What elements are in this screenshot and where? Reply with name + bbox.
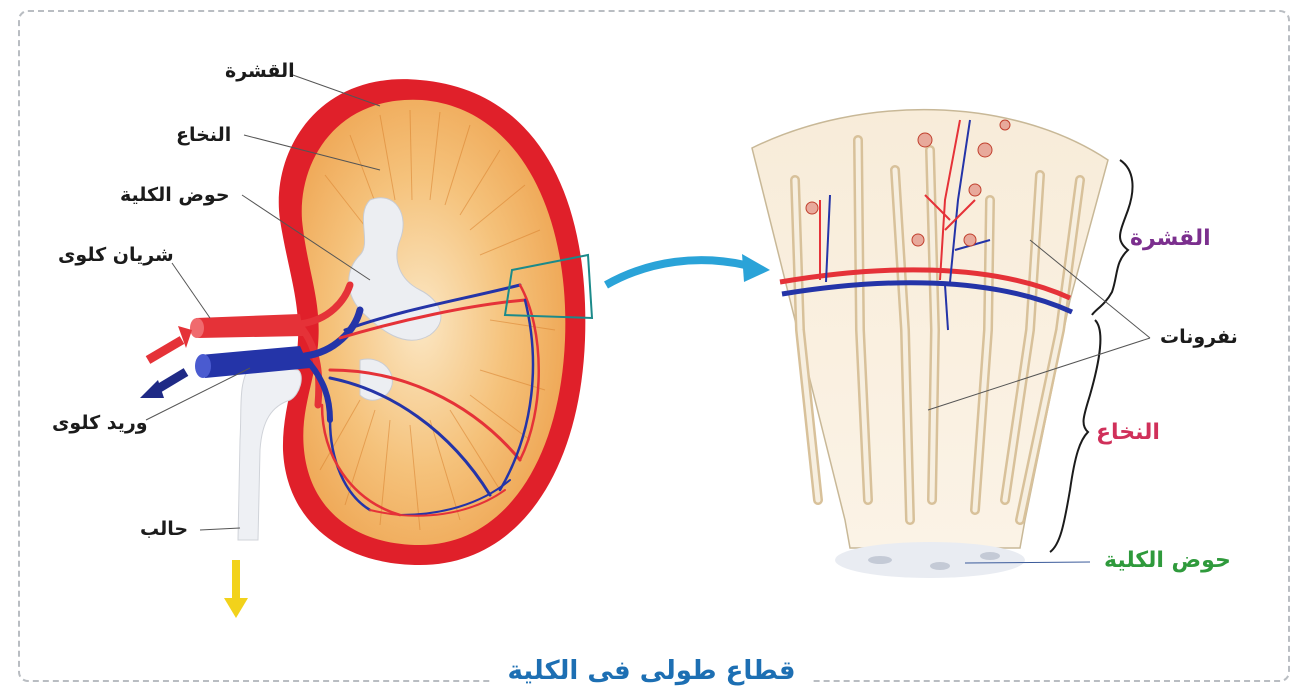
label-zoom-cortex: القشرة xyxy=(1130,226,1211,251)
diagram-caption: قطاع طولى فى الكلية xyxy=(0,656,1303,686)
label-ureter: حالب xyxy=(140,518,188,540)
arrow-down-yellow-icon xyxy=(224,560,248,618)
label-zoom-medulla: النخاع xyxy=(1096,420,1160,445)
renal-artery xyxy=(196,314,304,338)
label-zoom-pelvis: حوض الكلية xyxy=(1104,548,1231,573)
zoom-arrow-icon xyxy=(606,254,770,285)
label-medulla: النخاع xyxy=(176,124,231,146)
label-renal-vein: وريد كلوى xyxy=(52,412,148,434)
arrow-in-red-icon xyxy=(148,326,192,360)
arrow-out-blue-icon xyxy=(140,372,186,398)
caption-text: قطاع طولى فى الكلية xyxy=(493,656,809,686)
label-renal-artery: شريان كلوى xyxy=(58,244,174,266)
label-renal-pelvis: حوض الكلية xyxy=(120,184,230,206)
label-cortex: القشرة xyxy=(225,60,295,82)
zoom-pelvis xyxy=(835,542,1025,578)
label-nephrons: نفرونات xyxy=(1160,326,1238,348)
